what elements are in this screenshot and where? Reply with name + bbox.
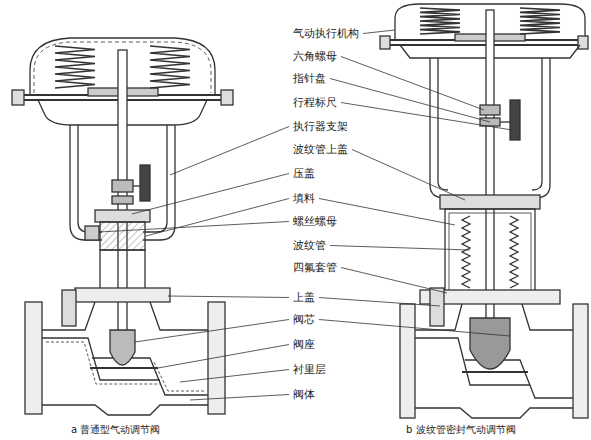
leader-line — [170, 127, 289, 176]
part-label: 行程标尺 — [292, 96, 338, 109]
spring-coil — [520, 8, 560, 34]
right-yoke — [430, 10, 550, 330]
leader-line — [99, 222, 289, 233]
leader-line — [330, 246, 470, 251]
left-bonnet — [62, 210, 170, 326]
right-bellows-housing — [420, 195, 560, 326]
leader-line — [190, 395, 289, 401]
leader-line — [319, 199, 455, 226]
leader-line — [168, 296, 289, 298]
part-label: 指针盘 — [292, 72, 327, 85]
leader-line — [158, 345, 289, 369]
leader-line — [132, 174, 289, 215]
leader-line — [319, 298, 440, 307]
leader-line — [341, 268, 447, 294]
bellows-fold — [462, 216, 470, 288]
leader-line — [146, 199, 289, 237]
part-label: 阀体 — [292, 388, 316, 401]
part-label: 填料 — [292, 192, 316, 205]
part-label: 压盖 — [292, 167, 316, 180]
leader-line — [180, 370, 289, 383]
part-label: 波纹管 — [292, 239, 327, 252]
part-label: 衬里层 — [292, 363, 327, 376]
actuator-springs — [55, 8, 560, 88]
spring-coil — [420, 8, 460, 34]
left-yoke — [70, 50, 175, 340]
left-body — [25, 302, 225, 415]
leader-line — [330, 79, 490, 123]
figure-caption: b 波纹管密封气动调节阀 — [405, 423, 517, 436]
part-label: 阀芯 — [292, 313, 316, 326]
part-label: 上盖 — [292, 291, 316, 304]
leader-line — [135, 320, 289, 343]
part-label: 气动执行机构 — [292, 27, 360, 40]
part-label: 波纹管上盖 — [292, 143, 349, 156]
leader-line — [319, 320, 510, 337]
part-label: 螺丝螺母 — [292, 215, 338, 228]
part-label: 执行器支架 — [292, 120, 349, 133]
right-body — [400, 304, 588, 418]
leader-line — [341, 57, 484, 111]
leader-line — [363, 30, 395, 34]
leader-line — [352, 150, 465, 201]
part-label: 六角螺母 — [292, 50, 338, 63]
spring-coil — [55, 46, 95, 88]
leader-lines — [99, 30, 512, 400]
right-actuator — [380, 4, 588, 58]
leader-line — [341, 103, 512, 131]
part-label: 阀座 — [292, 338, 316, 351]
figure-caption: a 普通型气动调节阀 — [70, 423, 161, 436]
spring-coil — [150, 46, 190, 88]
part-label: 四氟套管 — [292, 261, 338, 274]
bellows-fold — [510, 216, 518, 288]
